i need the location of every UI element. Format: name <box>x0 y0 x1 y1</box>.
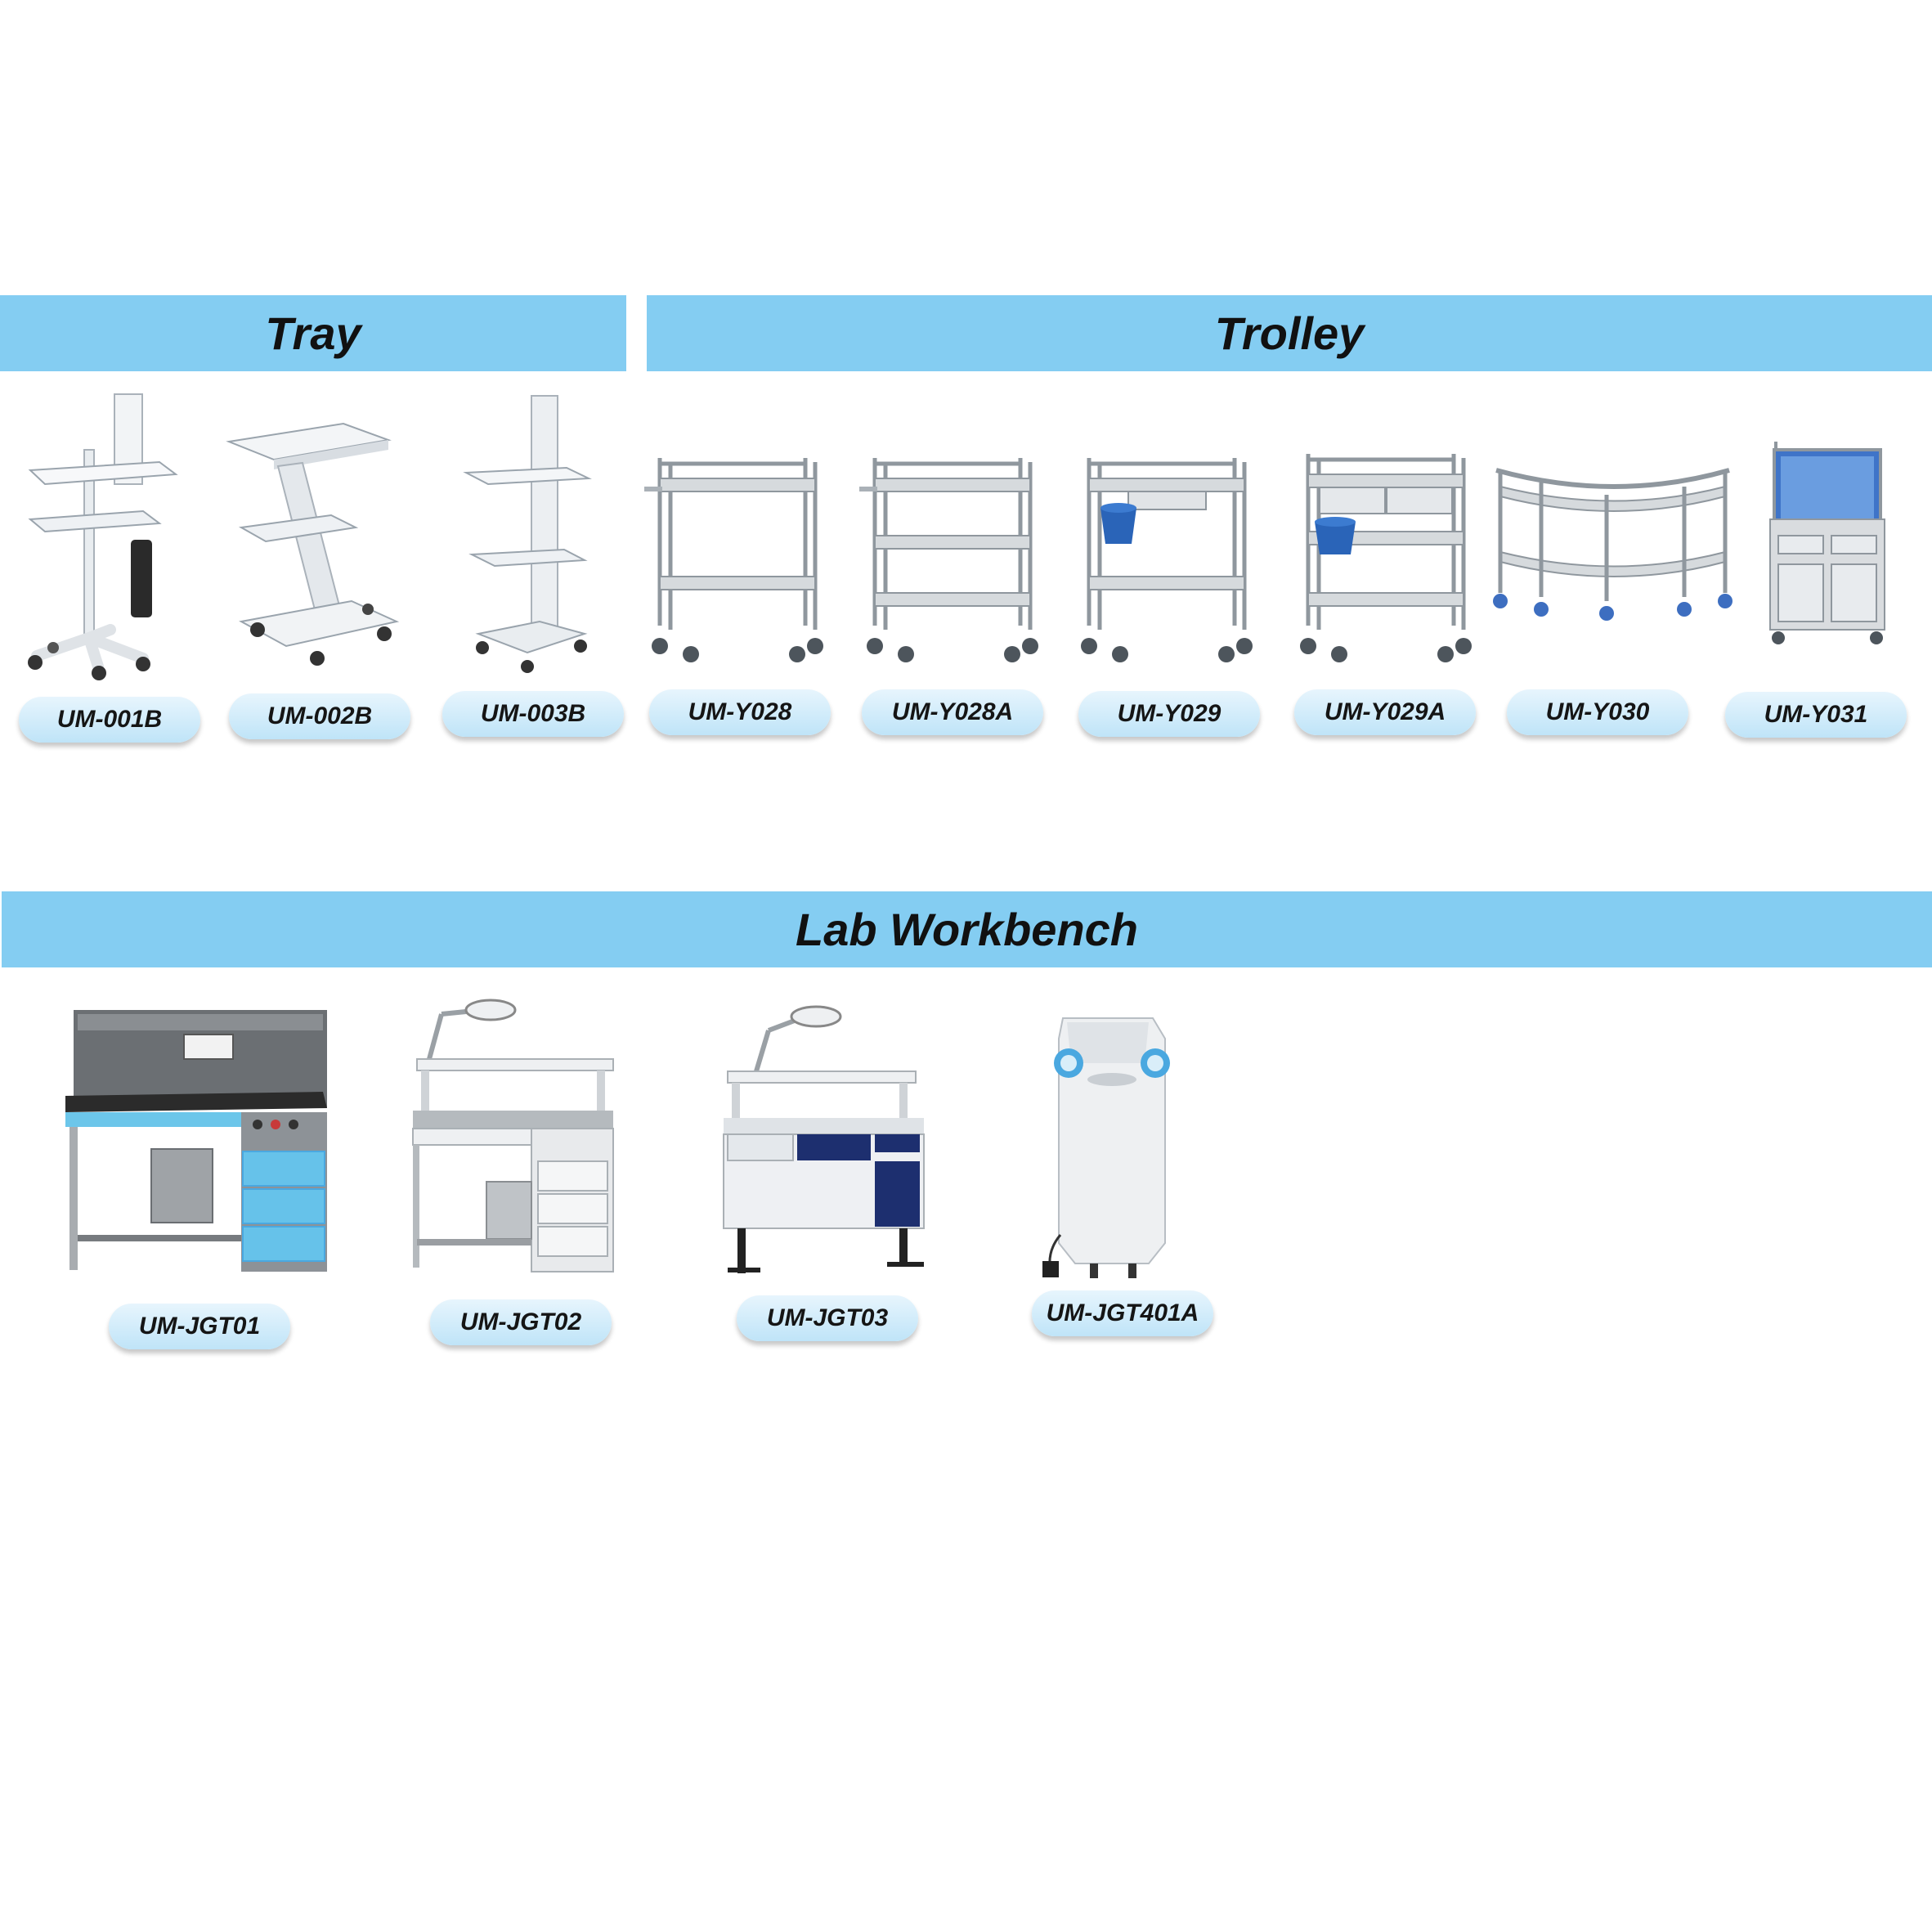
model-label: UM-002B <box>229 693 410 739</box>
product-image-um-002b <box>221 417 401 667</box>
section-banner-trolley: Trolley <box>647 295 1932 371</box>
tray-cart-icon <box>28 393 178 680</box>
steel-trolley-icon <box>1081 458 1253 662</box>
cabinet-trolley-icon <box>1769 442 1885 644</box>
model-label: UM-Y028A <box>862 689 1043 735</box>
steel-trolley-icon <box>859 458 1038 662</box>
product-image-um-003b <box>462 393 593 679</box>
model-label: UM-Y030 <box>1507 689 1688 735</box>
section-title: Trolley <box>1214 307 1365 359</box>
section-title: Tray <box>265 307 361 359</box>
lab-workbench-icon <box>723 1005 925 1273</box>
product-image-um-y030 <box>1492 462 1733 626</box>
product-image-um-001b <box>20 393 184 680</box>
steel-trolley-icon <box>644 458 823 662</box>
section-banner-tray: Tray <box>0 295 626 371</box>
model-label: UM-JGT401A <box>1032 1290 1213 1336</box>
section-banner-lab-workbench: Lab Workbench <box>2 891 1932 967</box>
product-image-um-jgt401a <box>1042 1014 1190 1284</box>
lab-workbench-icon <box>412 999 614 1272</box>
model-label: UM-Y028 <box>649 689 831 735</box>
model-label: UM-JGT02 <box>430 1299 612 1345</box>
model-label: UM-Y029 <box>1078 691 1260 737</box>
product-image-um-jgt01 <box>61 1006 331 1272</box>
product-image-um-y029 <box>1071 454 1255 667</box>
model-label: UM-003B <box>442 691 624 737</box>
lab-workbench-icon <box>65 1010 327 1272</box>
model-label: UM-JGT03 <box>737 1295 918 1341</box>
section-title: Lab Workbench <box>795 904 1138 955</box>
model-label: UM-Y031 <box>1725 692 1907 738</box>
model-label: UM-001B <box>19 697 200 743</box>
product-image-um-y028a <box>857 454 1041 667</box>
product-image-um-jgt03 <box>719 1002 932 1273</box>
tray-cart-icon <box>226 422 400 666</box>
product-image-um-jgt02 <box>409 998 617 1272</box>
product-image-um-y031 <box>1766 442 1889 646</box>
dust-collector-icon <box>1042 1017 1170 1278</box>
model-label: UM-Y029A <box>1294 689 1476 735</box>
curved-trolley-icon <box>1493 468 1733 621</box>
product-image-um-y028 <box>642 454 830 667</box>
product-image-um-y029a <box>1290 450 1474 667</box>
model-label: UM-JGT01 <box>109 1304 290 1349</box>
tray-cart-icon <box>463 395 592 673</box>
steel-trolley-icon <box>1300 454 1472 662</box>
